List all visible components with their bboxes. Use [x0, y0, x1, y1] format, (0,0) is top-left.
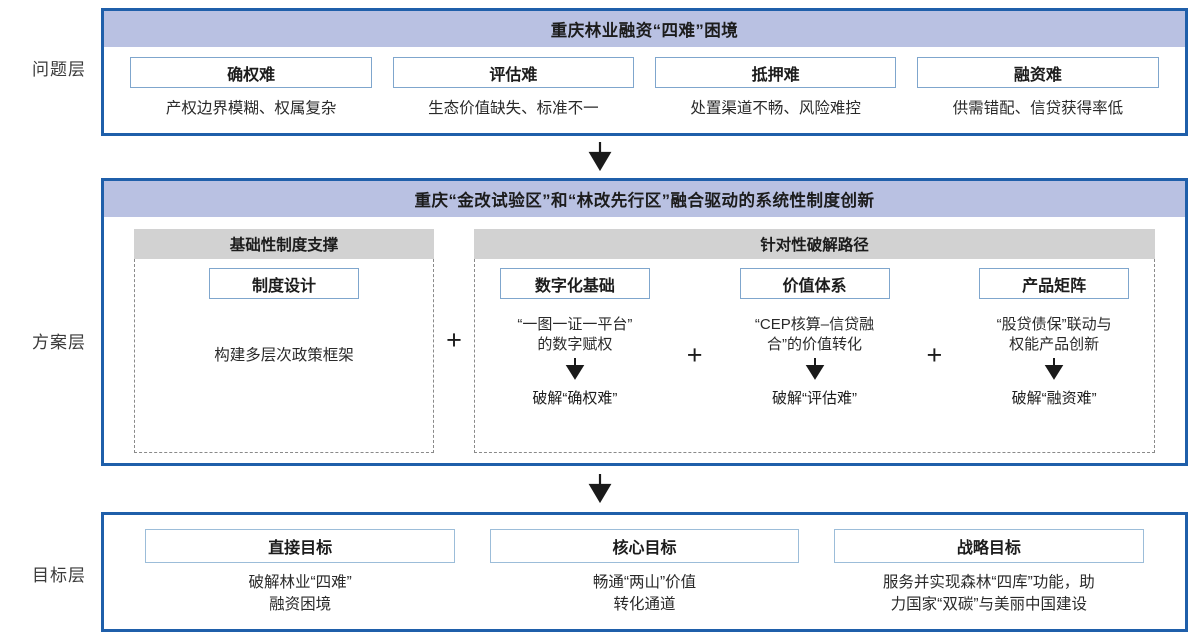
- level-label-goal: 目标层: [32, 566, 86, 585]
- goal-item-name: 战略目标: [833, 529, 1144, 563]
- problem-item-name: 融资难: [917, 57, 1159, 88]
- path-box-label: 产品矩阵: [979, 268, 1130, 299]
- goal-item-desc: 破解林业“四难” 融资困境: [248, 574, 352, 614]
- problem-item[interactable]: 评估难 生态价值缺失、标准不一: [382, 47, 644, 133]
- problem-item-desc: 供需错配、信贷获得率低: [952, 100, 1124, 117]
- goal-item[interactable]: 直接目标 破解林业“四难” 融资困境: [128, 529, 472, 619]
- paths-group: 针对性破解路径 数字化基础 “一图一证一平台” 的数字赋权: [474, 229, 1155, 453]
- problem-item-name: 抵押难: [654, 57, 897, 88]
- path-desc: “一图一证一平台” 的数字赋权: [517, 316, 633, 354]
- path-solve: 破解“评估难”: [772, 389, 857, 407]
- paths-group-header: 针对性破解路径: [474, 229, 1155, 259]
- path-box-label: 数字化基础: [499, 268, 650, 299]
- problem-item-name: 确权难: [130, 57, 372, 88]
- path-box-label: 价值体系: [739, 268, 890, 299]
- path-desc: “股贷债保”联动与 权能产品创新: [996, 316, 1112, 354]
- level-label-scheme: 方案层: [32, 333, 86, 352]
- goal-item[interactable]: 核心目标 畅通“两山”价值 转化通道: [472, 529, 816, 619]
- arrow-down-small-icon: [565, 357, 585, 385]
- plus-icon: +: [926, 340, 943, 370]
- problem-item-name: 评估难: [392, 57, 634, 88]
- goal-item-name: 核心目标: [489, 529, 800, 563]
- arrow-down-icon: [0, 142, 1200, 172]
- goal-item[interactable]: 战略目标 服务并实现森林“四库”功能，助 力国家“双碳”与美丽中国建设: [817, 529, 1161, 619]
- path-solve: 破解“确权难”: [532, 389, 618, 407]
- problem-items-row: 确权难 产权边界模糊、权属复杂 评估难 生态价值缺失、标准不一 抵押难 处置渠道…: [104, 47, 1185, 133]
- problem-layer-title: 重庆林业融资“四难”困境: [104, 11, 1185, 47]
- level-label-problem: 问题层: [32, 60, 86, 79]
- foundation-text: 构建多层次政策框架: [214, 347, 354, 364]
- goal-item-name: 直接目标: [145, 529, 456, 563]
- problem-item-desc: 生态价值缺失、标准不一: [428, 100, 599, 117]
- problem-item-desc: 处置渠道不畅、风险难控: [690, 100, 861, 117]
- arrow-down-small-icon: [805, 357, 825, 385]
- arrow-down-small-icon: [1044, 357, 1064, 385]
- scheme-body: 基础性制度支撑 制度设计 构建多层次政策框架 + 针对性破解路径 数字化基础: [104, 217, 1185, 463]
- foundation-group: 基础性制度支撑 制度设计 构建多层次政策框架: [134, 229, 434, 453]
- path-item[interactable]: 产品矩阵 “股贷债保”联动与 权能产品创新 破解“融资难”: [954, 259, 1154, 452]
- problem-item[interactable]: 抵押难 处置渠道不畅、风险难控: [645, 47, 907, 133]
- goal-items-row: 直接目标 破解林业“四难” 融资困境 核心目标 畅通“两山”价值 转化通道 战略…: [104, 515, 1185, 629]
- arrow-down-icon: [0, 474, 1200, 504]
- problem-item-desc: 产权边界模糊、权属复杂: [165, 100, 337, 117]
- plus-icon: +: [446, 324, 462, 355]
- problem-item[interactable]: 融资难 供需错配、信贷获得率低: [907, 47, 1169, 133]
- path-desc: “CEP核算–信贷融 合”的价值转化: [754, 316, 875, 354]
- paths-group-body: 数字化基础 “一图一证一平台” 的数字赋权 破解“确权难” +: [474, 259, 1155, 453]
- foundation-box-label: 制度设计: [209, 268, 359, 299]
- goal-item-desc: 服务并实现森林“四库”功能，助 力国家“双碳”与美丽中国建设: [882, 574, 1095, 614]
- foundation-group-header: 基础性制度支撑: [134, 229, 434, 259]
- scheme-layer-panel: 重庆“金改试验区”和“林改先行区”融合驱动的系统性制度创新 基础性制度支撑 制度…: [101, 178, 1188, 466]
- problem-item[interactable]: 确权难 产权边界模糊、权属复杂: [120, 47, 382, 133]
- path-item[interactable]: 价值体系 “CEP核算–信贷融 合”的价值转化 破解“评估难”: [715, 259, 915, 452]
- scheme-layer-title: 重庆“金改试验区”和“林改先行区”融合驱动的系统性制度创新: [104, 181, 1185, 217]
- path-item[interactable]: 数字化基础 “一图一证一平台” 的数字赋权 破解“确权难”: [475, 259, 675, 452]
- problem-layer-panel: 重庆林业融资“四难”困境 确权难 产权边界模糊、权属复杂 评估难 生态价值缺失、…: [101, 8, 1188, 136]
- goal-item-desc: 畅通“两山”价值 转化通道: [592, 574, 697, 614]
- plus-icon: +: [686, 340, 703, 370]
- path-solve: 破解“融资难”: [1011, 389, 1097, 407]
- foundation-group-body: 制度设计 构建多层次政策框架: [134, 259, 434, 453]
- goal-layer-panel: 直接目标 破解林业“四难” 融资困境 核心目标 畅通“两山”价值 转化通道 战略…: [101, 512, 1188, 632]
- foundation-inner[interactable]: 制度设计 构建多层次政策框架: [135, 259, 433, 452]
